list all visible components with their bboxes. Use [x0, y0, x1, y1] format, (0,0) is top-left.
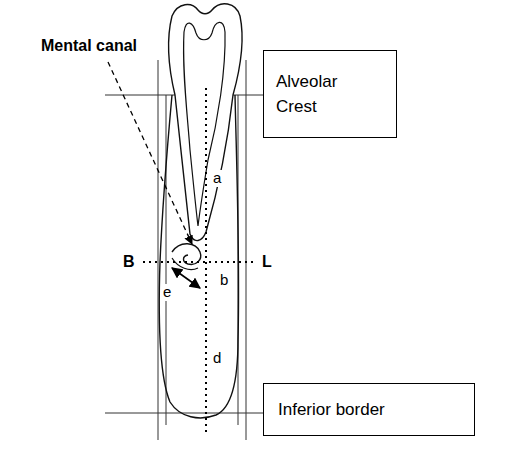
tooth-outline [169, 4, 242, 241]
mental-canal-leader [108, 62, 192, 244]
label-box: Inferior border [263, 383, 475, 436]
side-letter: B [122, 253, 136, 271]
vertical-axis [205, 88, 207, 432]
box-label: Inferior border [278, 397, 460, 422]
side-letter: L [261, 253, 273, 271]
inferior-level-line [105, 413, 263, 414]
label-box: Alveolar Crest [263, 50, 397, 138]
distance-e-arrow [172, 268, 200, 288]
mental-canal-wall [172, 258, 198, 270]
dimension-letter: e [162, 284, 172, 301]
part-label: Mental canal [40, 37, 138, 55]
buccal-limit-line [158, 60, 159, 440]
box-label: Alveolar Crest [276, 69, 366, 119]
buccal-inner-line [166, 95, 167, 425]
dimension-letter: a [212, 170, 222, 187]
dimension-letter: d [212, 350, 222, 367]
dimension-letter: b [219, 272, 229, 289]
horizontal-axis [143, 261, 256, 263]
pulp-outline [184, 22, 226, 226]
lingual-limit-line [246, 60, 247, 440]
